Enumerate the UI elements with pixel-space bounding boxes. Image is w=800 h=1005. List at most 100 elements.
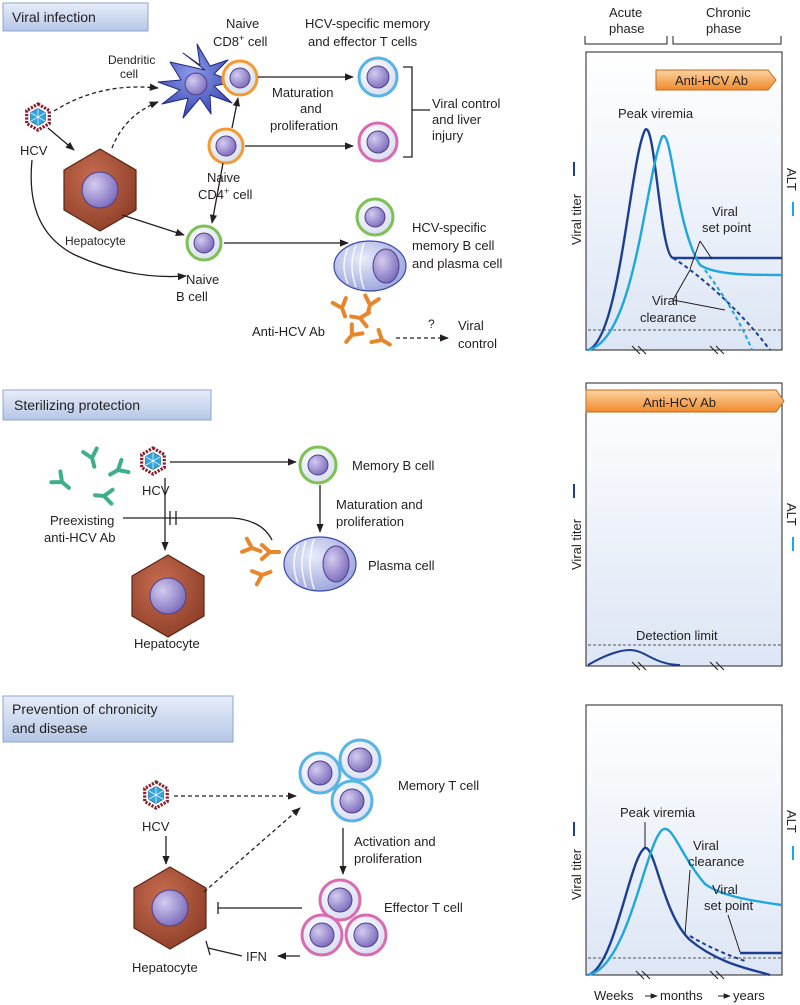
c2-detection-label: Detection limit <box>636 628 718 643</box>
memory-effector-label-1: HCV-specific memory <box>305 16 430 31</box>
memory-effector-label-2: and effector T cells <box>308 34 418 49</box>
anti-ab-arrow <box>585 389 785 413</box>
alt-label: ALT <box>784 503 799 526</box>
maturation-label-2: proliferation <box>336 514 404 529</box>
alt-label: ALT <box>784 810 799 833</box>
naive-b-label-1: Naive <box>186 272 219 287</box>
chart2-axis-breaks <box>631 661 725 671</box>
hcv-virus-icon <box>25 102 51 132</box>
maturation-label-2: and <box>300 101 322 116</box>
memory-b-label-2: memory B cell <box>412 238 494 253</box>
dendritic-label-1: Dendritic <box>108 53 155 67</box>
alt-curve <box>587 134 783 352</box>
plasma-cell-icon <box>333 240 407 292</box>
naive-cd4-label-1: Naive <box>207 170 240 185</box>
hepatocyte-label: Hepatocyte <box>65 234 126 248</box>
c1-clearance-1: Viral <box>652 293 678 308</box>
chart1-pointer-lines <box>672 240 726 311</box>
maturation-label-1: Maturation and <box>336 497 423 512</box>
alt-label: ALT <box>784 168 799 191</box>
anti-hcv-ab-label: Anti-HCV Ab <box>252 324 325 339</box>
hepatocyte-label: Hepatocyte <box>132 960 198 975</box>
c3-setpoint-2: set point <box>704 898 754 913</box>
chart3-pointer-lines <box>644 822 741 953</box>
chart1-axis-breaks <box>631 345 725 355</box>
chart3-frame <box>585 704 783 976</box>
c3-setpoint-1: Viral <box>712 882 738 897</box>
alt-curve <box>587 827 783 977</box>
plasma-cell-label: Plasma cell <box>368 558 435 573</box>
effector-cd8-t-cell-icon <box>357 56 399 98</box>
preexisting-antibody-icon <box>49 446 131 506</box>
panel2-arrows <box>123 458 324 551</box>
chart-1: Acute phase Chronic phase Anti-HCV Ab Vi… <box>569 5 799 355</box>
acute-label-2: phase <box>609 21 644 36</box>
x-axis-labels: Weeks months years <box>594 988 765 1003</box>
c1-setpoint-1: Viral <box>712 204 738 219</box>
clearance-dash <box>689 935 746 962</box>
outcome-bracket <box>403 66 430 158</box>
chart-3: Viral titer ALT Peak viremia Viral clear… <box>569 704 799 1003</box>
viral-titer-label: Viral titer <box>569 193 584 245</box>
memory-b-cell-icon <box>355 197 395 237</box>
ifn-label: IFN <box>246 949 267 964</box>
effector-t-label: Effector T cell <box>384 900 463 915</box>
acute-label-1: Acute <box>609 5 642 20</box>
memory-b-label: Memory B cell <box>352 458 434 473</box>
hepatocyte-icon <box>63 148 137 232</box>
hepatocyte-icon <box>131 554 205 638</box>
outcome-label-1: Viral control <box>432 96 501 111</box>
plasma-cell-icon <box>283 536 357 592</box>
question-mark: ? <box>428 317 435 331</box>
outcome-label-3: injury <box>432 128 464 143</box>
chart3-axis-breaks <box>635 970 725 980</box>
effector-cd4-t-cell-icon <box>357 121 399 163</box>
dendritic-label-2: cell <box>120 67 138 81</box>
naive-cd8-label-1: Naive <box>226 16 259 31</box>
panel3-arrows <box>162 792 347 960</box>
dendritic-cell-icon <box>157 43 236 119</box>
panel1-banner-text: Viral infection <box>12 9 96 25</box>
anti-ab-arrow-label: Anti-HCV Ab <box>643 395 716 410</box>
panel3-banner <box>2 695 234 743</box>
naive-cd8-label-2: CD8+ cell <box>213 33 268 49</box>
naive-b-label-2: B cell <box>176 289 208 304</box>
chart2-frame <box>585 382 783 667</box>
hepatocyte-icon <box>133 866 207 950</box>
viral-titer-label: Viral titer <box>569 518 584 570</box>
maturation-label-1: Maturation <box>272 85 333 100</box>
panel-sterilizing-protection: Sterilizing protection HCV Preexisting a… <box>2 389 435 651</box>
hcv-label: HCV <box>142 819 170 834</box>
panel3-banner-line2: and disease <box>12 720 88 736</box>
outcome-label-2: and liver <box>432 112 482 127</box>
antibody-cluster-icon <box>330 293 396 353</box>
hcv-label: HCV <box>142 483 170 498</box>
preexisting-label-1: Preexisting <box>50 513 114 528</box>
hepatocyte-label: Hepatocyte <box>134 636 200 651</box>
panel-prevention-of-chronicity: Prevention of chronicity and disease HCV… <box>2 695 479 975</box>
panel1-banner <box>2 2 149 32</box>
panel2-banner-text: Sterilizing protection <box>14 397 140 413</box>
viral-control-label-2: control <box>458 336 497 351</box>
c1-peak-label: Peak viremia <box>618 106 694 121</box>
xaxis-years: years <box>733 988 765 1003</box>
chronic-label-2: phase <box>706 21 741 36</box>
viral-titer-curve <box>587 648 681 666</box>
hcv-label: HCV <box>20 143 48 158</box>
viral-titer-curve <box>587 128 782 352</box>
chart1-frame <box>585 51 783 351</box>
effector-t-cell-icon <box>300 878 388 957</box>
preexisting-label-2: anti-HCV Ab <box>44 530 116 545</box>
panel-viral-infection: Viral infection HCV Dendritic cell Hepat… <box>2 2 502 353</box>
chart-column: Acute phase Chronic phase Anti-HCV Ab Vi… <box>569 5 799 1003</box>
hcv-virus-icon <box>140 446 166 476</box>
naive-cd8-cell-icon <box>221 59 259 97</box>
naive-b-cell-icon <box>185 224 223 262</box>
panel2-banner <box>2 389 212 421</box>
memory-t-cell-icon <box>298 738 382 823</box>
memory-t-label: Memory T cell <box>398 778 479 793</box>
viral-titer-curve <box>587 846 771 977</box>
alt-clearance-light <box>704 269 753 351</box>
c3-clearance-1: Viral <box>693 838 719 853</box>
c1-setpoint-2: set point <box>702 220 752 235</box>
